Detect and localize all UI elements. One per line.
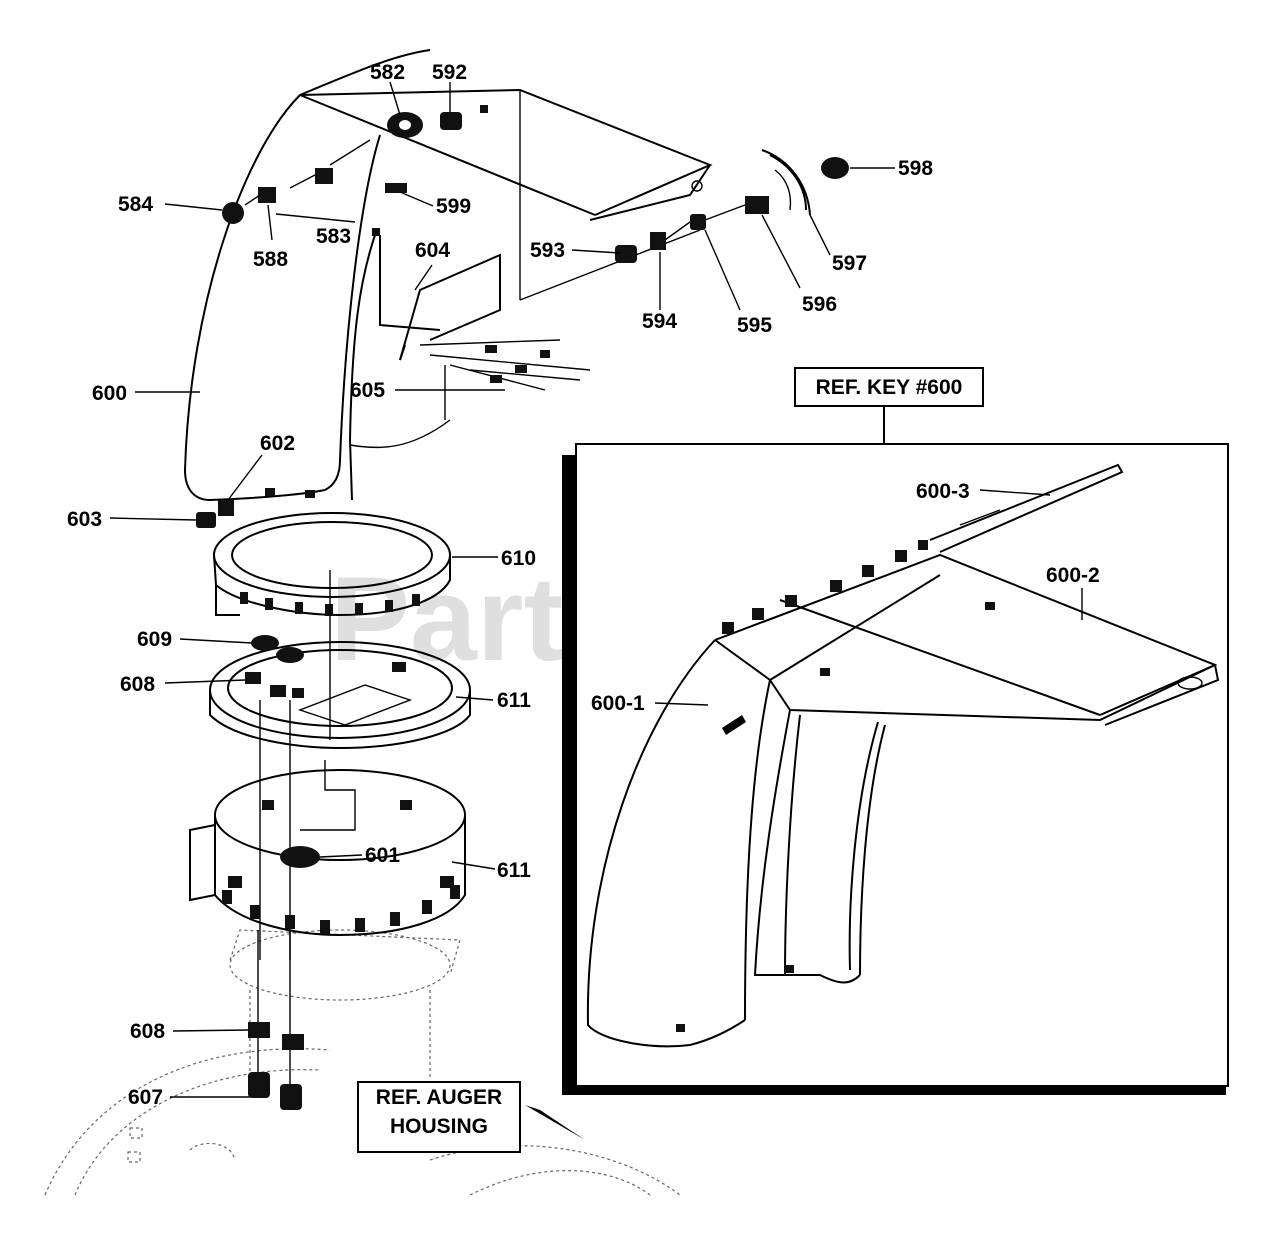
callout-599: 599 — [436, 195, 471, 218]
ring-610 — [213, 512, 451, 740]
callout-594: 594 — [642, 310, 677, 333]
callout-592: 592 — [432, 61, 467, 84]
callout-610: 610 — [501, 547, 536, 570]
callout-597: 597 — [832, 252, 867, 275]
auger-housing-outline — [44, 929, 681, 1196]
inset-deflector-600-2 — [714, 540, 1220, 726]
callout-608-lower: 608 — [130, 1020, 165, 1043]
callout-609: 609 — [137, 628, 172, 651]
callout-584: 584 — [118, 193, 153, 216]
callout-608-upper: 608 — [120, 673, 155, 696]
callout-598: 598 — [898, 157, 933, 180]
inset-rivets — [722, 540, 928, 634]
callout-600-2: 600-2 — [1046, 564, 1100, 587]
callout-604: 604 — [415, 239, 450, 262]
ref-auger-line2: HOUSING — [390, 1115, 488, 1138]
bolts-607-608 — [248, 930, 304, 1110]
discharge-chute — [183, 49, 451, 501]
leader-lines — [109, 81, 895, 1098]
callout-596: 596 — [802, 293, 837, 316]
callout-605: 605 — [350, 379, 385, 402]
inset-rod-600-3 — [929, 463, 1124, 553]
callout-595: 595 — [737, 314, 772, 337]
chute-deflector — [299, 88, 713, 301]
ring-611-lower — [189, 760, 466, 937]
callout-611-lower: 611 — [497, 859, 531, 882]
bolts-605 — [419, 339, 591, 420]
inset-panel: 600-3 600-2 600-1 — [562, 443, 1229, 1095]
ref-auger-line1: REF. AUGER — [376, 1086, 502, 1109]
callout-600-3: 600-3 — [916, 480, 970, 503]
ref-auger-housing-box: REF. AUGER HOUSING — [357, 1081, 585, 1153]
ref-key-label: REF. KEY #600 — [816, 376, 963, 399]
callout-601: 601 — [365, 844, 400, 867]
callout-593: 593 — [530, 239, 565, 262]
callout-582: 582 — [370, 61, 405, 84]
callout-588: 588 — [253, 248, 288, 271]
callout-600: 600 — [92, 382, 127, 405]
bracket-604 — [399, 253, 501, 361]
ref-key-box: REF. KEY #600 — [794, 367, 984, 445]
callout-607: 607 — [128, 1086, 163, 1109]
inset-chute-600-1 — [586, 639, 886, 1048]
callout-603: 603 — [67, 508, 102, 531]
callout-611-upper: 611 — [497, 689, 531, 712]
callout-600-1: 600-1 — [591, 692, 645, 715]
callout-602: 602 — [260, 432, 295, 455]
callout-583: 583 — [316, 225, 351, 248]
hardware-parts — [196, 105, 849, 528]
